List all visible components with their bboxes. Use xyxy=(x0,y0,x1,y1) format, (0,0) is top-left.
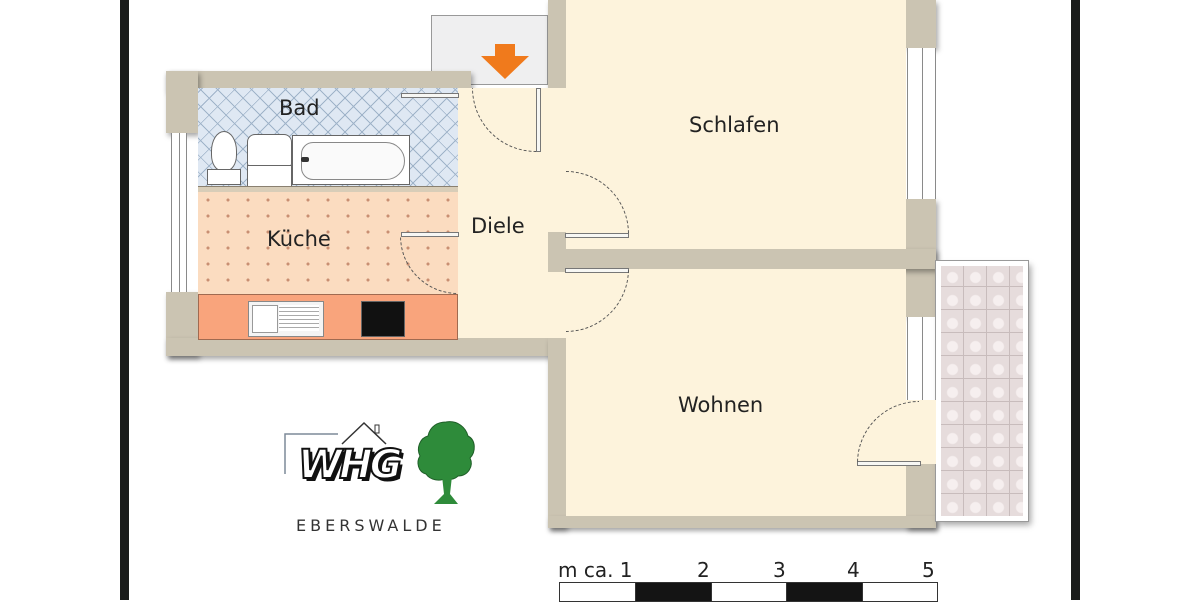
window-left xyxy=(171,133,187,292)
sink-icon xyxy=(247,134,292,187)
room-label-diele: Diele xyxy=(471,214,525,238)
wall-wohnen-left xyxy=(548,338,566,528)
scale-tick-5: 5 xyxy=(922,558,935,582)
scale-segment-4 xyxy=(786,582,863,602)
whg-logo: WHG EBERSWALDE xyxy=(280,418,490,542)
floor-wohnen xyxy=(566,269,906,516)
left-frame-border xyxy=(120,0,129,600)
house-roof-icon xyxy=(284,421,387,474)
wall-bad-top xyxy=(166,71,471,91)
kitchen-counter xyxy=(198,294,458,340)
tree-icon xyxy=(417,421,475,504)
floor-kueche xyxy=(198,192,458,294)
bad-door[interactable] xyxy=(401,93,459,98)
wall-schlafen-wohnen xyxy=(548,249,936,269)
wall-wohnen-bottom xyxy=(548,516,936,528)
wall-diele-stub xyxy=(548,232,566,272)
room-label-wohnen: Wohnen xyxy=(678,393,764,417)
wall-left-upper xyxy=(166,71,198,133)
scale-tick-4: 4 xyxy=(847,558,860,582)
scale-segment-3 xyxy=(711,582,787,602)
kitchen-sink-icon xyxy=(248,301,324,337)
logo-subtitle: EBERSWALDE xyxy=(296,516,446,535)
toilet-icon xyxy=(207,131,241,185)
balcony xyxy=(935,260,1029,522)
scale-segment-2 xyxy=(635,582,712,602)
window-schlafen xyxy=(907,48,936,199)
stove-icon xyxy=(361,301,405,337)
wall-kitchen-bottom xyxy=(166,338,566,356)
room-label-bad: Bad xyxy=(279,96,320,120)
wall-schlafen-right-top xyxy=(906,0,936,48)
room-label-schlafen: Schlafen xyxy=(689,113,780,137)
room-label-kueche: Küche xyxy=(267,227,331,251)
logo-brand: WHG xyxy=(297,441,403,489)
scale-segment-1 xyxy=(559,582,636,602)
right-frame-border xyxy=(1071,0,1080,600)
bathtub-icon xyxy=(292,135,410,185)
scale-tick-2: 2 xyxy=(697,558,710,582)
entrance-arrow-icon xyxy=(481,44,529,79)
scale-tick-3: 3 xyxy=(773,558,786,582)
entrance-door[interactable] xyxy=(536,88,541,152)
scale-label: m ca. 1 xyxy=(558,558,633,582)
window-wohnen xyxy=(907,317,936,400)
scale-segment-5 xyxy=(862,582,938,602)
